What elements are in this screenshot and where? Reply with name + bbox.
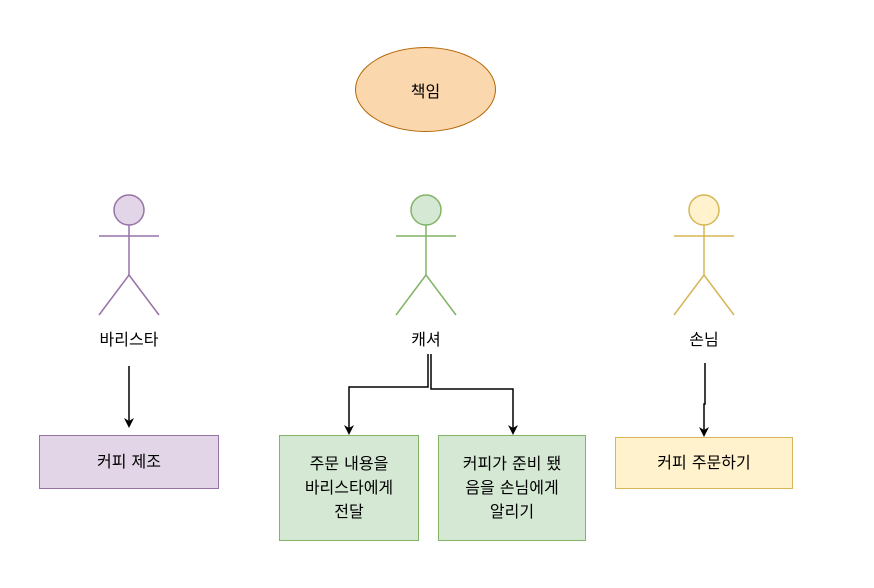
responsibility-ellipse: 책임 (355, 47, 496, 132)
cashier-actor-icon (395, 194, 457, 316)
task-order-coffee: 커피 주문하기 (615, 437, 793, 489)
task-make-coffee: 커피 제조 (39, 435, 219, 489)
arrow-cashier-to-notify-ready (430, 354, 518, 435)
task-order-coffee-label: 커피 주문하기 (657, 453, 751, 472)
task-relay-order: 주문 내용을 바리스타에게 전달 (279, 435, 419, 541)
customer-actor-icon (673, 194, 735, 316)
task-relay-order-label: 주문 내용을 바리스타에게 전달 (304, 454, 394, 521)
task-notify-ready-label: 커피가 준비 됐 음을 손님에게 알리기 (462, 454, 562, 521)
customer-label: 손님 (689, 330, 719, 349)
task-notify-ready: 커피가 준비 됐 음을 손님에게 알리기 (438, 435, 586, 541)
arrow-cashier-to-relay-order (344, 354, 429, 435)
task-make-coffee-label: 커피 제조 (97, 452, 161, 471)
barista-actor-icon (98, 194, 160, 316)
barista-label: 바리스타 (99, 330, 159, 349)
arrow-customer-to-order-coffee (699, 363, 709, 437)
responsibility-label: 책임 (410, 81, 441, 101)
cashier-label: 캐셔 (411, 330, 441, 349)
